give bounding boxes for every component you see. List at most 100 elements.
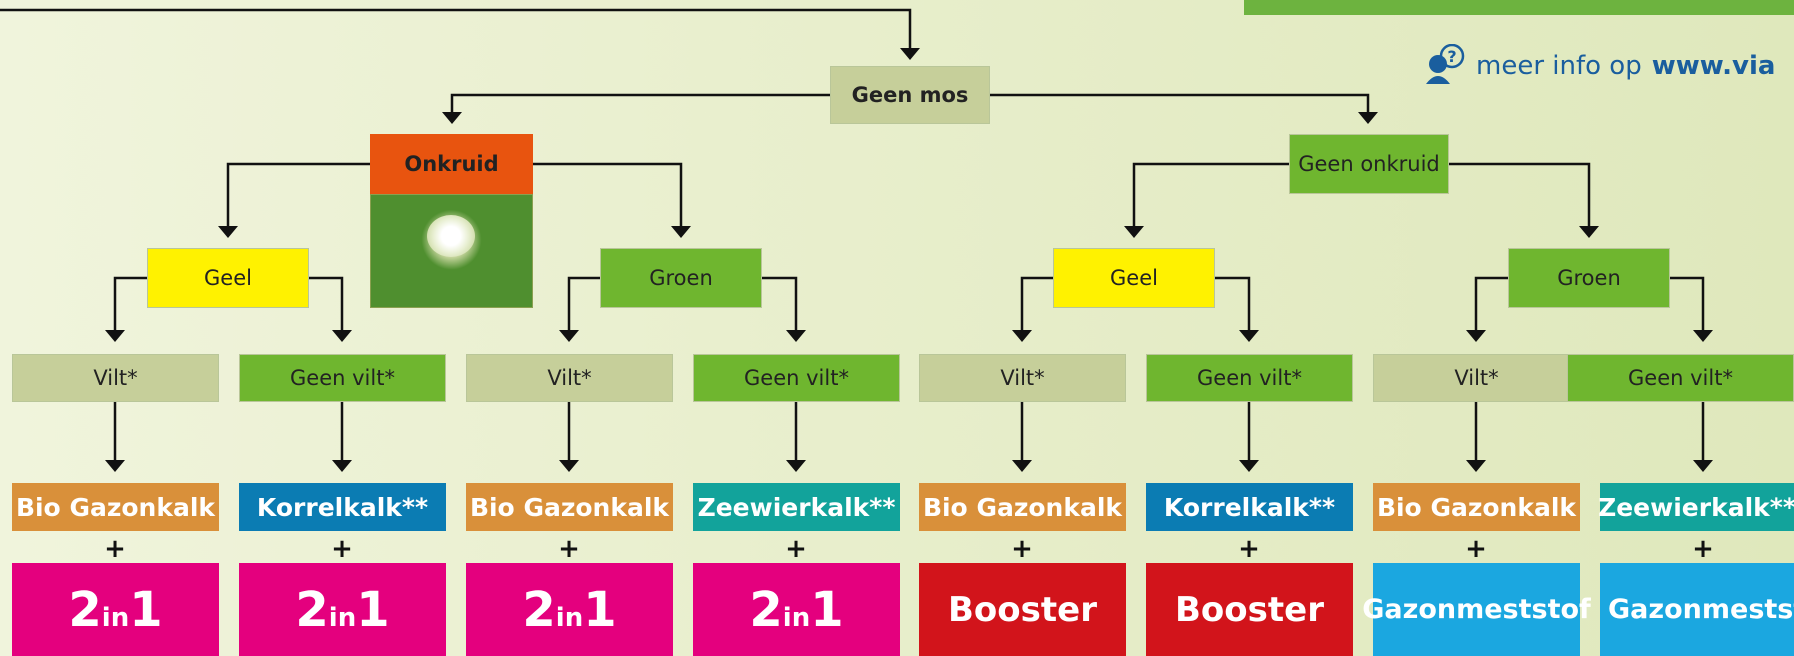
arrow-head <box>1579 226 1599 238</box>
arrow-head <box>332 460 352 472</box>
product-label: Korrelkalk** <box>256 492 429 522</box>
product-label: Zeewierkalk** <box>697 492 896 522</box>
product-bio-gazonkalk: Bio Gazonkalk <box>466 483 673 531</box>
product-label: Bio Gazonkalk <box>1376 492 1577 522</box>
arrow-head <box>1358 112 1378 124</box>
result-label: Gazonmeststof <box>1362 594 1591 625</box>
color-node-label: Geel <box>204 266 252 290</box>
product-bio-gazonkalk: Bio Gazonkalk <box>1373 483 1580 531</box>
info-line: ? meer info op www.via <box>1422 43 1776 88</box>
color-node-geel: Geel <box>1053 248 1215 308</box>
arrow-head <box>559 460 579 472</box>
product-zeewierkalk: Zeewierkalk** <box>693 483 900 531</box>
color-node-label: Groen <box>1557 266 1621 290</box>
root-node-geen-mos: Geen mos <box>830 66 990 124</box>
connector-line <box>226 162 370 226</box>
result-2in1: 2in1 <box>239 563 446 656</box>
condition-node: Vilt* <box>1373 354 1580 402</box>
result-gazonmeststof: Gazonmeststof <box>1362 563 1591 656</box>
connector-line <box>0 8 912 48</box>
result-2in1: 2in1 <box>466 563 673 656</box>
product-label: Bio Gazonkalk <box>15 492 216 522</box>
arrow-head <box>218 226 238 238</box>
connector-line <box>1474 276 1508 330</box>
color-node-groen: Groen <box>600 248 762 308</box>
result-booster: Booster <box>919 563 1126 656</box>
branch-node-label: Onkruid <box>404 152 499 176</box>
arrow-head <box>559 330 579 342</box>
branch-node-geen-onkruid: Geen onkruid <box>1289 134 1449 194</box>
condition-label: Vilt* <box>93 366 138 390</box>
result-2in1: 2in1 <box>12 563 219 656</box>
arrow-head <box>1239 330 1259 342</box>
arrow-head <box>671 226 691 238</box>
condition-label: Vilt* <box>1454 366 1499 390</box>
result-gazonmeststof: Gazonmeststof <box>1600 563 1794 656</box>
plus-sign: + <box>1238 534 1260 564</box>
result-booster: Booster <box>1146 563 1353 656</box>
condition-label: Vilt* <box>1000 366 1045 390</box>
condition-label: Vilt* <box>547 366 592 390</box>
color-node-groen: Groen <box>1508 248 1670 308</box>
clover-flower <box>427 215 475 257</box>
arrow-head <box>1466 330 1486 342</box>
condition-node: Geen vilt* <box>1146 354 1353 402</box>
condition-label: Geen vilt* <box>744 366 849 390</box>
product-label: Korrelkalk** <box>1163 492 1336 522</box>
branch-node-onkruid: Onkruid <box>370 134 533 194</box>
info-url-link[interactable]: www.via <box>1651 51 1776 81</box>
product-label: Bio Gazonkalk <box>469 492 670 522</box>
root-node-label: Geen mos <box>851 83 969 107</box>
color-node-label: Groen <box>649 266 713 290</box>
arrow-head <box>1012 460 1032 472</box>
result-label: 2in1 <box>749 581 844 638</box>
arrow-head <box>105 460 125 472</box>
branch-node-label: Geen onkruid <box>1298 152 1440 176</box>
arrow-head <box>442 112 462 124</box>
plus-sign: + <box>785 534 807 564</box>
result-label: 2in1 <box>522 581 617 638</box>
svg-text:?: ? <box>1447 47 1456 66</box>
plus-sign: + <box>558 534 580 564</box>
connector-line <box>1215 276 1251 330</box>
arrow-head <box>900 48 920 60</box>
product-label: Bio Gazonkalk <box>922 492 1123 522</box>
help-person-icon: ? <box>1422 43 1466 88</box>
result-label: 2in1 <box>295 581 390 638</box>
arrow-head <box>786 460 806 472</box>
product-bio-gazonkalk: Bio Gazonkalk <box>12 483 219 531</box>
arrow-head <box>1693 330 1713 342</box>
plus-sign: + <box>104 534 126 564</box>
info-text: meer info op <box>1476 51 1642 81</box>
connector-line <box>450 93 830 112</box>
connector-line <box>113 276 147 330</box>
arrow-head <box>1239 460 1259 472</box>
connector-line <box>1670 276 1705 330</box>
condition-node: Vilt* <box>466 354 673 402</box>
connector-line <box>762 276 798 330</box>
result-label: Booster <box>1175 589 1324 630</box>
arrow-head <box>105 330 125 342</box>
plus-sign: + <box>331 534 353 564</box>
result-label: Booster <box>948 589 1097 630</box>
weed-photo <box>370 194 533 308</box>
result-label: 2in1 <box>68 581 163 638</box>
connector-line <box>567 276 600 330</box>
plus-sign: + <box>1011 534 1033 564</box>
result-2in1: 2in1 <box>693 563 900 656</box>
arrow-head <box>786 330 806 342</box>
plus-sign: + <box>1465 534 1487 564</box>
plus-sign: + <box>1692 534 1714 564</box>
condition-label: Geen vilt* <box>1197 366 1302 390</box>
color-node-geel: Geel <box>147 248 309 308</box>
product-label: Zeewierkalk** <box>1598 492 1794 522</box>
condition-node: Vilt* <box>919 354 1126 402</box>
connector-line <box>1132 162 1289 226</box>
condition-label: Geen vilt* <box>1628 366 1733 390</box>
color-node-label: Geel <box>1110 266 1158 290</box>
connector-line <box>990 93 1370 112</box>
connector-line <box>1020 276 1053 330</box>
product-korrelkalk: Korrelkalk** <box>1146 483 1353 531</box>
product-bio-gazonkalk: Bio Gazonkalk <box>919 483 1126 531</box>
